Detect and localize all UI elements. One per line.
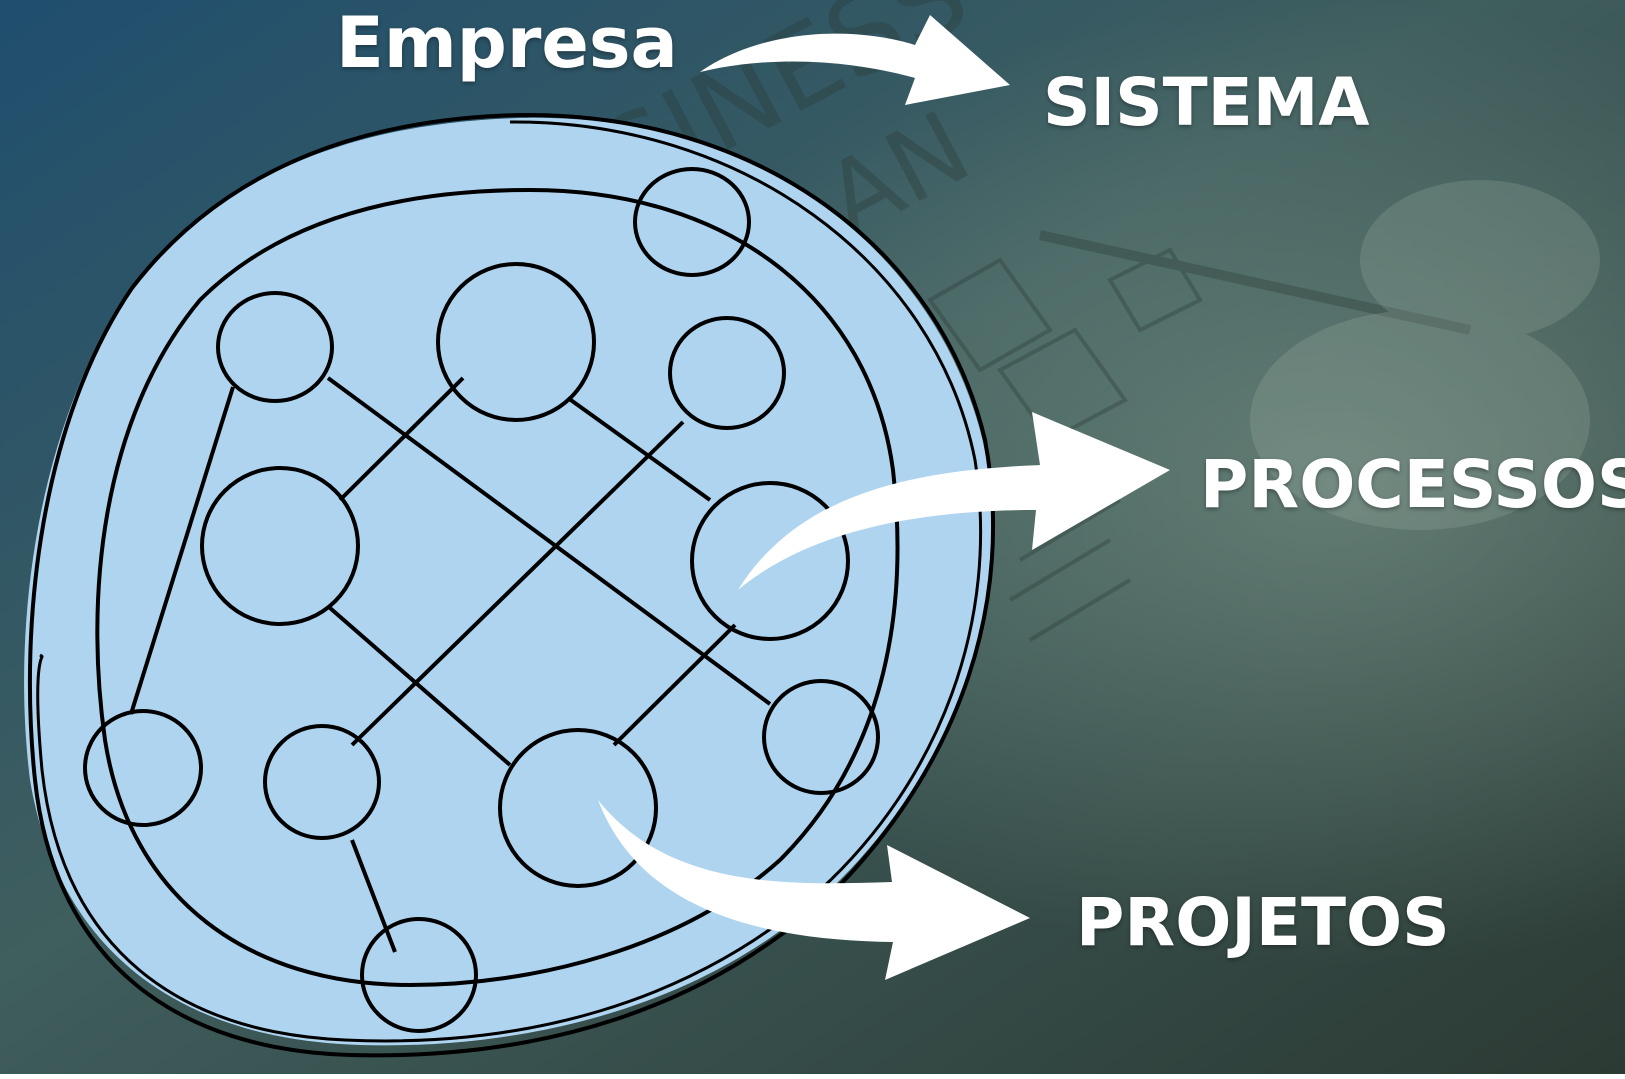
sketch-box-a [927, 257, 1053, 373]
project-link [129, 386, 235, 715]
hand-shape [1250, 180, 1600, 530]
arrow-to-processos [738, 412, 1170, 590]
sketch-box-c [1107, 247, 1203, 333]
processes-boundary [95, 187, 900, 988]
project-node [498, 728, 658, 888]
system-blob [24, 112, 996, 1058]
arrow-to-projetos [598, 800, 1030, 980]
sketch-lines [1008, 498, 1132, 642]
project-link [350, 839, 397, 953]
project-nodes [83, 167, 880, 1033]
project-node [690, 481, 850, 641]
arrows [598, 15, 1170, 980]
project-node [633, 167, 751, 277]
project-node [436, 262, 596, 422]
project-link [612, 623, 737, 747]
arrow-to-sistema [700, 15, 1010, 105]
system-outline-1 [27, 112, 996, 1058]
system-fill [24, 117, 993, 1046]
project-link [328, 606, 512, 767]
project-node [216, 291, 334, 403]
pen [1038, 230, 1472, 335]
label-empresa: Empresa [336, 2, 678, 84]
project-link [338, 376, 465, 502]
project-node [762, 679, 880, 795]
system-outline-2 [36, 120, 982, 1043]
project-node [263, 724, 381, 840]
project-node [83, 709, 203, 827]
label-projetos: PROJETOS [1076, 884, 1450, 961]
label-processos: PROCESSOS [1200, 446, 1625, 523]
project-link [566, 396, 712, 502]
project-links [129, 376, 772, 953]
project-link [326, 376, 772, 706]
project-link [350, 420, 685, 747]
project-node [668, 316, 786, 430]
label-sistema: SISTEMA [1043, 64, 1370, 141]
project-node [200, 466, 360, 626]
project-node [360, 917, 478, 1033]
